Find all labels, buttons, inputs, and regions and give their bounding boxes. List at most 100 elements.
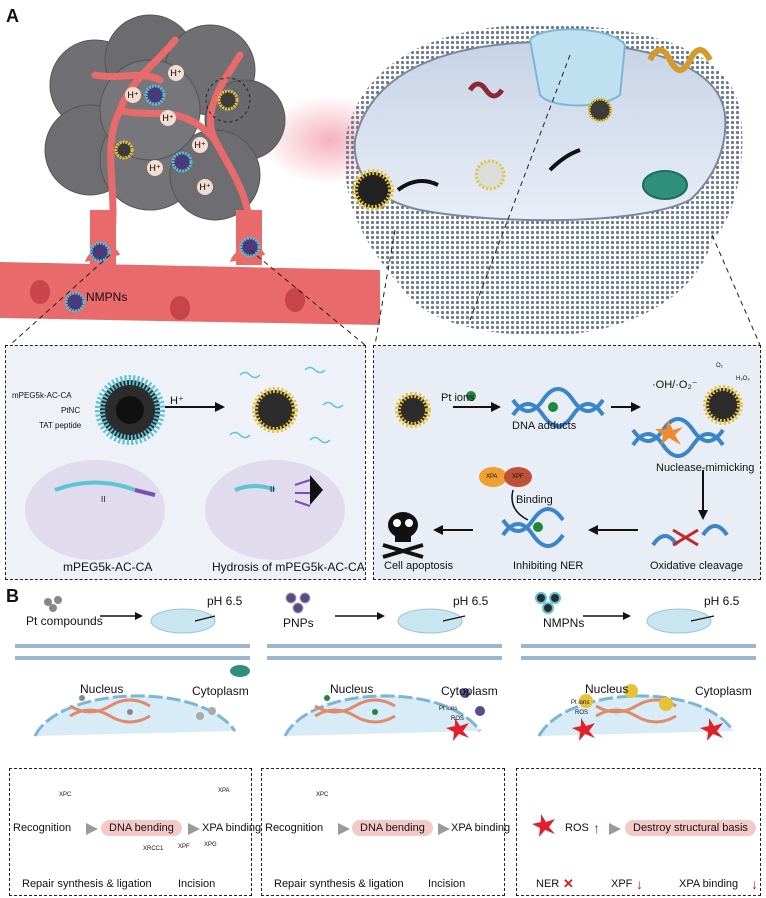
nucleus-label-2: Nucleus	[330, 682, 374, 696]
h-ion-label: H⁺	[194, 140, 205, 150]
golgi	[647, 47, 713, 73]
protein-xrcc1-1: XRCC1	[143, 846, 164, 852]
inset-right	[373, 345, 761, 580]
nmpns-label: NMPNs	[86, 290, 128, 304]
xpf-down-arrow: ↓	[636, 876, 643, 892]
xpa-label: XPA	[486, 474, 498, 480]
cell-particle-3	[587, 97, 613, 123]
h2o2-label: H₂O₂	[736, 376, 750, 382]
o2-label: O₂	[716, 363, 723, 369]
roman-left: II	[101, 495, 106, 504]
step-xpa-3: XPA binding	[679, 878, 739, 890]
legend-tat: TAT peptide	[39, 421, 82, 430]
step-incision-2: Incision	[428, 878, 466, 890]
panel-b-letter: B	[6, 586, 19, 606]
cell-particle-1	[352, 169, 394, 211]
arrow-3a	[609, 823, 621, 835]
agent-label-2: PNPs	[283, 616, 314, 630]
legend-ptnc: PtNC	[61, 406, 81, 415]
er	[467, 81, 505, 99]
ros-label-3: ROS	[575, 710, 589, 716]
zoom-lines	[9, 54, 761, 345]
h-ion-markers: H⁺ H⁺ H⁺ H⁺ H⁺ H⁺	[125, 65, 213, 195]
vessel-particles	[64, 236, 261, 313]
step-ros-3: ROS	[565, 822, 589, 834]
cytoplasm-label-3: Cytoplasm	[695, 684, 752, 698]
radicals-label: ·OH/·O₂⁻	[652, 379, 698, 391]
xpf-label: XPF	[512, 474, 524, 480]
step-bending-1: DNA bending	[101, 820, 182, 836]
step-recognition-1: Recognition	[13, 822, 72, 834]
inhibiting-ner-label: Inhibiting NER	[513, 560, 584, 572]
h-ion-label: H⁺	[162, 113, 173, 123]
tumor-particles	[114, 77, 251, 173]
ph-label-2: pH 6.5	[453, 594, 489, 608]
panel-b-column-2: PNPs pH 6.5 Nucleus Cytoplasm Pt ions RO…	[255, 586, 511, 898]
h-plus-label: H⁺	[170, 395, 184, 407]
protein-xpg-1: XPG	[204, 842, 217, 848]
ner-cross: ✕	[563, 876, 574, 891]
arrow-1a	[86, 823, 98, 835]
step-repair-1: Repair synthesis & ligation	[22, 878, 152, 890]
pt-ions-label-3: Pt ions	[571, 700, 590, 706]
nucleus	[528, 28, 627, 107]
xpa-down-arrow: ↓	[751, 876, 758, 892]
ros-label-2: ROS	[451, 716, 465, 722]
h-ion-label: H⁺	[170, 68, 181, 78]
ph-label-1: pH 6.5	[207, 594, 243, 608]
h-ion-label: H⁺	[127, 90, 138, 100]
step-repair-2: Repair synthesis & ligation	[274, 878, 404, 890]
arrow-2a	[338, 823, 350, 835]
arrow-into-cell	[396, 179, 439, 192]
protein-xpc-1: XPC	[59, 792, 72, 798]
step-ner-3: NER	[536, 878, 560, 890]
inset-left-graphic	[25, 366, 345, 560]
protein-xpa-1: XPA	[218, 788, 230, 794]
ros-up-arrow: ↑	[593, 820, 600, 836]
panel-b-column-3: NMPNs pH 6.5 Nucleus Cytoplasm Pt ions R…	[511, 586, 766, 898]
skull-icon	[382, 512, 424, 559]
legend-mpeg: mPEG5k-AC-CA	[12, 391, 72, 400]
agent-label-1: Pt compounds	[26, 614, 103, 628]
inset-right-graphic	[382, 385, 743, 559]
protein-xpc-2: XPC	[316, 792, 329, 798]
mechanism-box-3	[516, 768, 761, 896]
caption-mpeg: mPEG5k-AC-CA	[63, 560, 153, 574]
mechanism-box-1	[9, 768, 252, 896]
dna-adducts-label: DNA adducts	[512, 420, 577, 432]
arrow-1b	[188, 823, 200, 835]
caption-hydrosis: Hydrosis of mPEG5k-AC-CA	[212, 560, 365, 574]
pt-ions-label-2: Pt ions	[439, 706, 458, 712]
step-recognition-2: Recognition	[265, 822, 324, 834]
binding-label: Binding	[516, 494, 553, 506]
cell-interior	[353, 40, 727, 222]
arrow-2b	[438, 823, 450, 835]
panel-a-letter: A	[6, 6, 19, 26]
cytoplasm-label-2: Cytoplasm	[441, 684, 498, 698]
protein-xpf-1: XPF	[178, 844, 190, 850]
step-destroy-3: Destroy structural basis	[625, 820, 756, 836]
step-xpa-2: XPA binding	[451, 822, 511, 834]
red-blood-cells	[30, 280, 305, 320]
cell-particle-2	[474, 159, 506, 191]
pt-ions-label: Pt ions	[441, 392, 475, 404]
ph-label-3: pH 6.5	[704, 594, 740, 608]
nucleus-label-3: Nucleus	[585, 682, 629, 696]
oxidative-label: Oxidative cleavage	[650, 560, 743, 572]
h-ion-label: H⁺	[199, 182, 210, 192]
roman-right: II	[270, 485, 275, 494]
step-incision-1: Incision	[178, 878, 216, 890]
apoptosis-label: Cell apoptosis	[384, 560, 454, 572]
panel-a-illustration: H⁺ H⁺ H⁺ H⁺ H⁺ H⁺	[0, 14, 761, 345]
nucleus-label-1: Nucleus	[80, 682, 124, 696]
step-xpf-3: XPF	[611, 878, 633, 890]
blood-vessel	[0, 262, 380, 325]
mechanism-box-2	[261, 768, 505, 896]
step-bending-2: DNA bending	[352, 820, 433, 836]
cytoplasm-label-1: Cytoplasm	[192, 684, 249, 698]
panel-b-column-1: Pt compounds pH 6.5 Nucleus Cytoplasm Re…	[0, 586, 261, 898]
agent-label-3: NMPNs	[543, 616, 585, 630]
mitochondrion	[642, 170, 688, 200]
nuclease-label: Nuclease-mimicking	[656, 462, 755, 474]
h-ion-label: H⁺	[149, 163, 160, 173]
